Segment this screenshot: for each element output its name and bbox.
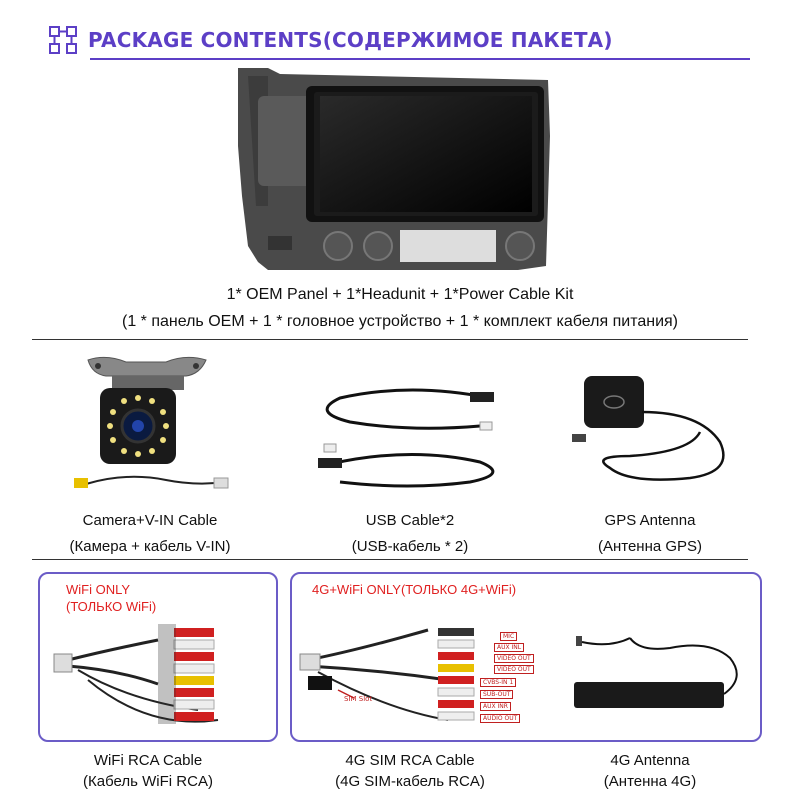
wifi-only-label-ru: (ТОЛЬКО WiFi) [66,599,157,614]
usb-caption-en: USB Cable*2 [365,512,455,529]
4g-antenna-image [574,636,738,708]
wifi-only-box [38,572,278,742]
rca-tag: MIC [500,632,518,641]
4g-rca-caption-en: 4G SIM RCA Cable [345,752,475,769]
rca-tag: VIDEO OUT [494,654,534,663]
main-caption-ru: (1 * панель OEM + 1 * головное устройств… [121,313,678,330]
gps-caption-ru: (Антенна GPS) [597,538,703,555]
wifi-rca-caption-ru: (Кабель WiFi RCA) [83,773,213,790]
page-header: PACKAGE CONTENTS(СОДЕРЖИМОЕ ПАКЕТА) [48,20,613,60]
wifi-rca-cable-image [53,624,219,724]
4g-rca-caption-ru: (4G SIM-кабель RCA) [335,773,485,790]
sim-slot-label: SIM Slot [344,695,373,703]
usb-caption-ru: (USB-кабель * 2) [351,538,469,555]
4g-antenna-caption-ru: (Антенна 4G) [603,773,697,790]
rca-tag: VIDEO OUT [494,665,534,674]
4g-wifi-box [290,572,762,742]
gps-caption-en: GPS Antenna [604,512,696,529]
4g-sim-rca-cable-image [299,628,475,721]
gps-antenna-image [572,376,725,481]
main-caption-en: 1* OEM Panel + 1*Headunit + 1*Power Cabl… [226,286,574,303]
rca-tag: CVBS-IN 1 [480,678,517,687]
rca-tag: SUB-OUT [480,690,514,699]
4g-wifi-only-label: 4G+WiFi ONLY(ТОЛЬКО 4G+WiFi) [312,582,517,597]
section-divider [32,339,748,340]
oem-panel-headunit-image [238,68,550,270]
wifi-rca-caption-en: WiFi RCA Cable [93,752,203,769]
section-divider [32,559,748,560]
rca-tag: AUX INL [494,643,525,652]
rca-tag: AUX INR [480,702,511,711]
usb-cable-image [318,388,495,488]
4g-antenna-caption-en: 4G Antenna [610,752,690,769]
page-title: PACKAGE CONTENTS(СОДЕРЖИМОЕ ПАКЕТА) [88,28,613,52]
rca-tag: AUDIO OUT [480,714,521,723]
wifi-only-label: WiFi ONLY [66,582,131,597]
header-underline [90,58,750,60]
grid-puzzle-icon [49,26,77,54]
camera-caption-en: Camera+V-IN Cable [82,512,218,529]
camera-image [74,356,229,489]
camera-caption-ru: (Камера + кабель V-IN) [69,538,231,555]
